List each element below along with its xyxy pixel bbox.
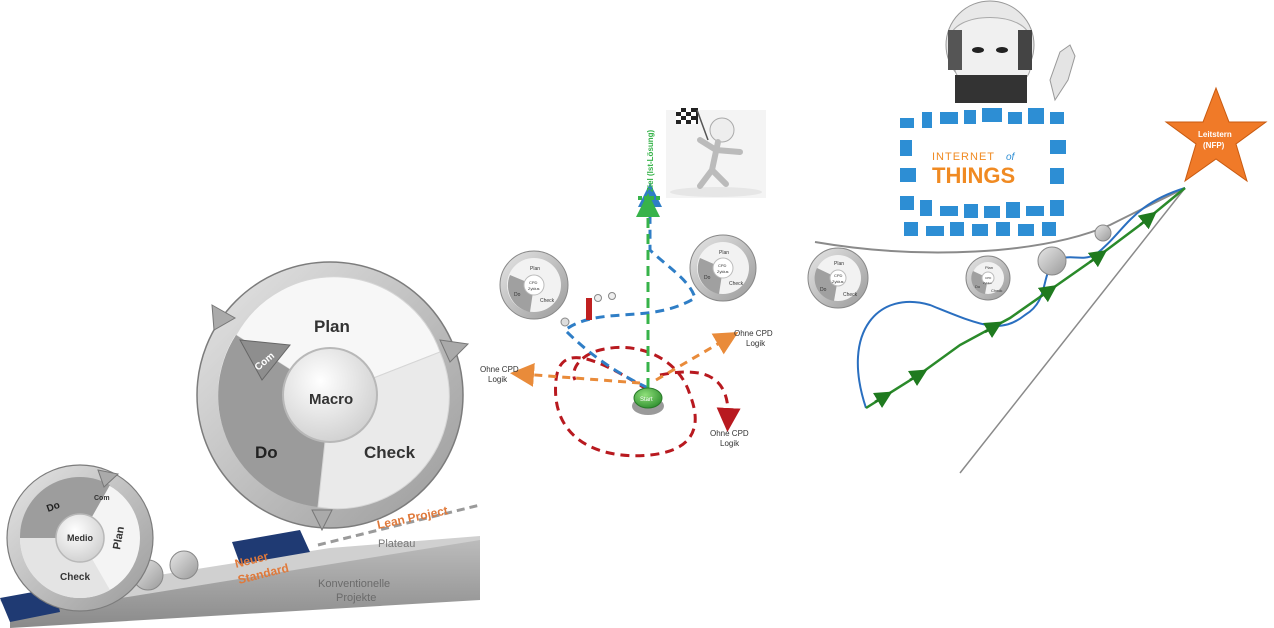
mini-cycle-left-do-label: Do (514, 292, 521, 298)
red-dashed-loop (554, 345, 697, 458)
ohne-cpd-bottom-line1: Ohne CPD (710, 429, 749, 438)
right-mini-cycle-1-center2: Zyklus (832, 279, 844, 284)
mini-cycle-left-center2: Zyklus (528, 286, 540, 291)
mini-cycle-right-center1: CPD (718, 263, 727, 268)
mini-cycle-right: Plan CPD Zyklus Do Check (689, 234, 757, 302)
small-wheel-com-label: Com (94, 495, 110, 502)
iot-panel: INTERNET of THINGS (890, 103, 1078, 243)
mini-cycle-right-plan: Plan (719, 250, 729, 256)
right-mini-cycle-4 (1094, 224, 1112, 242)
right-mini-cycle-3 (1037, 246, 1067, 276)
green-path-arrow-4 (1037, 284, 1058, 303)
navy-block-upper (232, 530, 310, 564)
orange-dashed-left (510, 362, 641, 387)
large-wheel-hub (282, 347, 378, 443)
mini-cycle-left-hub (523, 274, 545, 296)
red-dashed-arrow (659, 370, 741, 432)
mini-cycle-left-plan: Plan (530, 266, 540, 272)
mini-cycle-right-do-label: Do (704, 275, 711, 281)
right-mini-cycle-1-center1: CPD (834, 273, 843, 278)
mini-cycle-right-center2: Zyklus (717, 269, 729, 274)
rolling-wheel-3 (169, 550, 199, 580)
star-shape (1164, 86, 1268, 183)
large-wheel-plan-segment (235, 276, 441, 396)
right-mini-cycle-1-do: Do (820, 287, 827, 293)
large-wheel-plan-label: Plan (314, 317, 350, 336)
large-wheel-arrowhead-top (211, 304, 237, 331)
konventionelle-label-line1: Konventionelle (318, 578, 390, 590)
large-wheel-do-label: Do (255, 443, 278, 462)
plateau-label: Plateau (378, 538, 415, 550)
goal-label: Ziel (Ist-Lösung) (646, 129, 655, 192)
small-wheel-center-label: Medio (67, 533, 94, 543)
iot-title-of: of (1006, 152, 1016, 163)
green-path-arrow-1 (872, 391, 893, 409)
star-label-line2: (NFP) (1203, 141, 1225, 150)
small-wheel-arrowhead (97, 469, 120, 488)
start-label: Start (640, 397, 653, 403)
konventionelle-label-line2: Projekte (336, 592, 376, 604)
green-path (865, 187, 1186, 410)
middle-diagram: Plan CPD Zyklus Do Check Plan CPD Zyklus… (480, 108, 773, 458)
green-path-arrow-2 (907, 369, 928, 387)
climbing-figures (560, 292, 616, 327)
ohne-cpd-right-line1: Ohne CPD (734, 329, 773, 338)
blue-dashed-path (562, 183, 697, 390)
right-mini-cycle-2: Plan CPD Zyklus Do Check (965, 255, 1011, 301)
ohne-cpd-left-line1: Ohne CPD (480, 365, 519, 374)
mini-cycle-right-hub (712, 257, 734, 279)
small-wheel-check-label: Check (60, 572, 90, 583)
star-label-line1: Leitstern (1198, 130, 1232, 139)
ohne-cpd-left-line2: Logik (488, 375, 508, 384)
large-wheel-arrowhead-bottom (311, 509, 333, 532)
large-wheel-check-label: Check (364, 443, 416, 462)
small-wheel-plan-label: Plan (111, 525, 127, 550)
right-mini-cycle-2-plan: Plan (985, 265, 993, 270)
grey-upper-curve (814, 187, 1186, 254)
start-button (633, 387, 663, 409)
robot-head-image (945, 0, 1076, 103)
leitstern-star: Leitstern (NFP) (1164, 86, 1268, 183)
right-mini-cycle-1: Plan CPD Zyklus Do Check (807, 247, 869, 309)
small-wheel-do-label: Do (45, 500, 61, 515)
right-mini-cycle-2-center2: Zyklus (983, 281, 992, 285)
goal-figure-with-flag (666, 108, 766, 198)
mini-cycle-left-check: Check (540, 298, 555, 304)
blue-path (856, 187, 1186, 409)
pdca-wheel-small: Medio Do Plan Check Com (6, 464, 154, 612)
right-mini-cycle-2-center1: CPD (985, 276, 992, 280)
large-wheel-com-arrow (239, 339, 291, 381)
mini-cycle-right-check: Check (729, 281, 744, 287)
slope-front-face (10, 538, 480, 628)
green-path-arrow-5 (1087, 249, 1108, 268)
ohne-cpd-right-line2: Logik (746, 339, 766, 348)
plateau-dashed-line (317, 503, 481, 547)
small-wheel-hub (55, 513, 105, 563)
pdca-wheel-large: Plan Do Check Macro Com (196, 261, 470, 532)
right-mini-cycle-2-check: Check (991, 288, 1002, 293)
mini-cycle-left-center1: CPD (529, 280, 538, 285)
iot-device-icons (900, 108, 1066, 236)
right-mini-cycle-1-check: Check (843, 292, 858, 298)
ohne-cpd-bottom-line2: Logik (720, 439, 740, 448)
mini-cycle-left: Plan CPD Zyklus Do Check (499, 250, 569, 320)
green-path-arrow-6 (1137, 211, 1157, 230)
right-mini-cycle-1-plan: Plan (834, 261, 844, 267)
iot-title-line1: INTERNET (932, 151, 995, 163)
right-mini-cycle-2-do: Do (975, 284, 981, 289)
large-wheel-center-label: Macro (309, 391, 353, 408)
grey-lower-line (959, 187, 1186, 474)
large-wheel-arrowhead-right (439, 339, 470, 363)
green-path-arrow-3 (982, 321, 1003, 339)
right-diagram: INTERNET of THINGS Plan CPD Zyklus Do Ch… (807, 0, 1268, 474)
iot-title-line2: THINGS (932, 163, 1015, 188)
